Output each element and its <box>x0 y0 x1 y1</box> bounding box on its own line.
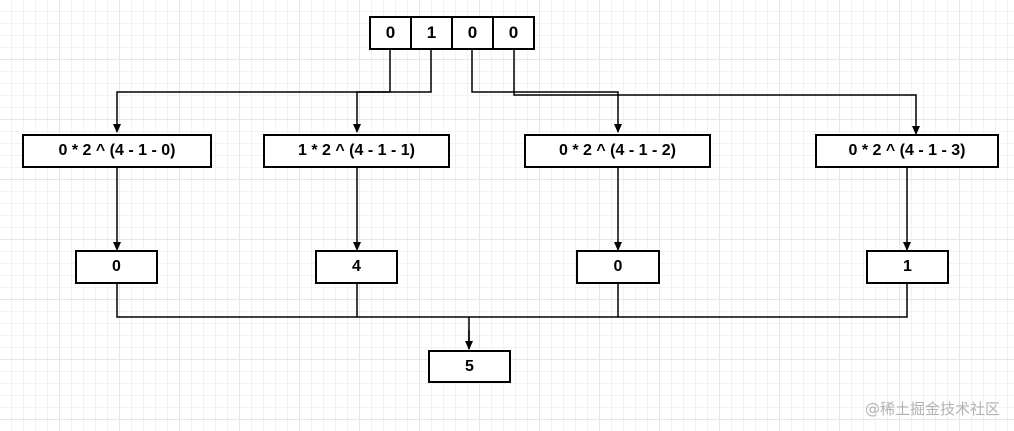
formula-box-1: 1 * 2 ^ (4 - 1 - 1) <box>263 134 450 168</box>
connector-bit-0 <box>113 50 391 133</box>
formula-box-3: 0 * 2 ^ (4 - 1 - 3) <box>815 134 999 168</box>
connector-bit-3 <box>513 50 920 135</box>
formula-box-0: 0 * 2 ^ (4 - 1 - 0) <box>22 134 212 168</box>
formula-box-2: 0 * 2 ^ (4 - 1 - 2) <box>524 134 711 168</box>
bit-cell-2: 0 <box>451 16 494 50</box>
result-box-0: 0 <box>75 250 158 284</box>
result-box-3: 1 <box>866 250 949 284</box>
total-box: 5 <box>428 350 511 383</box>
result-box-2: 0 <box>576 250 660 284</box>
connector-bit-1 <box>353 50 432 133</box>
result-box-1: 4 <box>315 250 398 284</box>
bit-cell-0: 0 <box>369 16 412 50</box>
watermark-text: @稀土掘金技术社区 <box>864 400 1000 418</box>
connector-sum <box>116 284 908 349</box>
bit-cell-1: 1 <box>410 16 453 50</box>
bit-cell-3: 0 <box>492 16 535 50</box>
connector-bit-2 <box>471 50 622 133</box>
